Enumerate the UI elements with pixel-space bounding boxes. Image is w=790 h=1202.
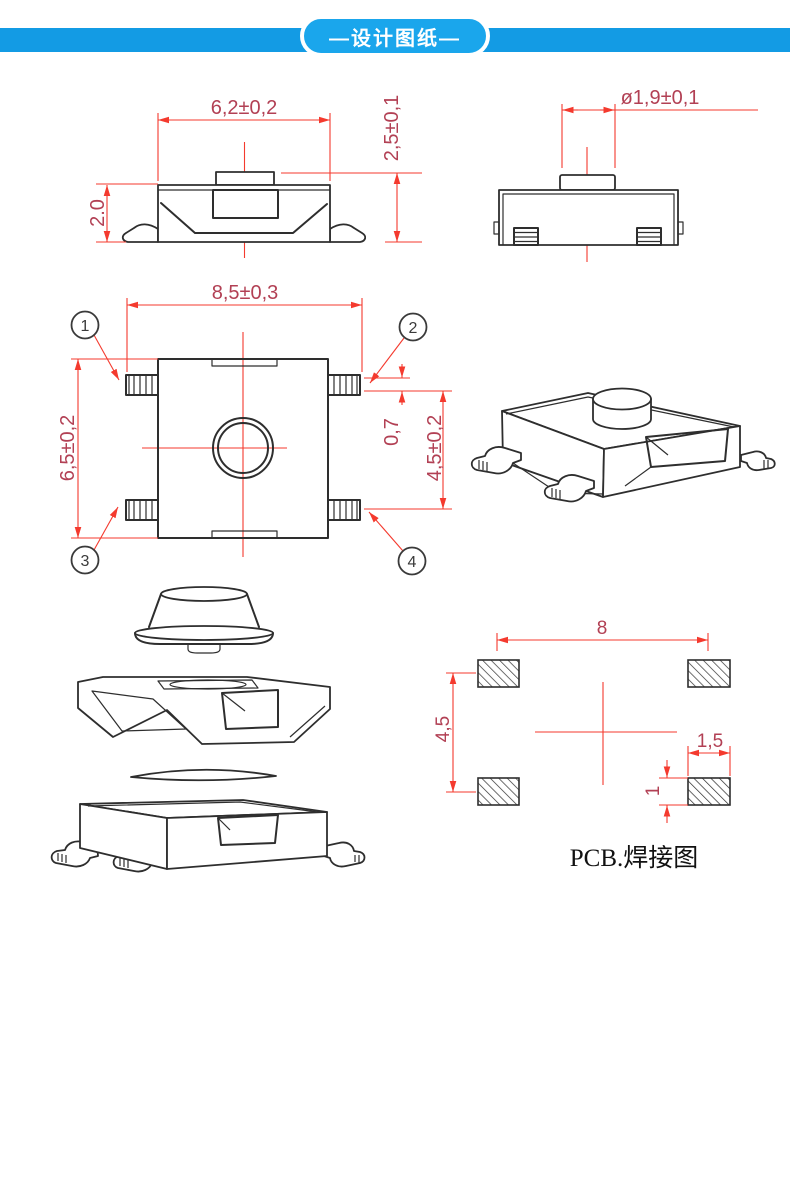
lead-1 [125, 374, 159, 396]
knob [215, 171, 275, 186]
pitch-x-dim-label: 8 [597, 618, 608, 639]
svg-text:4: 4 [408, 554, 417, 571]
side-notch [645, 428, 729, 468]
width-dim-label: 6,2±0,2 [211, 97, 278, 119]
side-view: ø1,9±0,1 [493, 87, 758, 262]
depth-dim-label: 6,5±0,2 [57, 415, 79, 482]
top-view: 8,5±0,3 6,5±0,2 0,7 4,5±0,2 1 2 [57, 282, 452, 576]
lead-4 [327, 499, 361, 521]
knob [559, 174, 616, 191]
knob-top [592, 387, 652, 411]
notches [211, 359, 278, 538]
lead-3 [125, 499, 159, 521]
part-dome [130, 768, 277, 782]
lead-2 [327, 374, 361, 396]
button-inner [217, 422, 269, 474]
lead-width-dim-label: 0,7 [381, 418, 403, 446]
stem [212, 189, 279, 219]
knob-dia-dim-label: ø1,9±0,1 [621, 87, 700, 109]
pad-width-dim-label: 1,5 [697, 731, 723, 752]
banner-title: —设计图纸— [329, 27, 461, 50]
banner-pill: —设计图纸— [300, 15, 490, 57]
callout-2: 2 [369, 312, 428, 384]
right-face [602, 425, 741, 498]
pad-bottom-left [477, 777, 520, 806]
pitch-y-dim-label: 4,5 [433, 716, 454, 742]
housing [498, 189, 679, 246]
exploded-view [50, 586, 366, 873]
left-foot [513, 227, 539, 246]
callout-4: 4 [368, 511, 427, 576]
right-foot [636, 227, 662, 246]
lead-span-dim-label: 4,5±0,2 [424, 415, 446, 482]
svg-text:3: 3 [81, 553, 90, 570]
pad-top-right [687, 659, 731, 688]
pcb-caption: PCB.焊接图 [570, 844, 699, 872]
callout-1: 1 [70, 310, 120, 381]
pad-bottom-right [687, 777, 731, 806]
pcb-layout: 8 4,5 1,5 1 PCB.焊接图 [433, 618, 731, 872]
right-lead [329, 223, 367, 243]
callout-3: 3 [70, 506, 119, 575]
base-leg-right [323, 841, 366, 868]
body-height-dim-label: 2.0 [87, 199, 109, 227]
leg-right [740, 450, 776, 472]
leads [125, 374, 361, 521]
svg-text:2: 2 [409, 320, 418, 337]
iso-view [470, 387, 776, 503]
button-outer [212, 417, 274, 479]
pad-top-left [477, 659, 520, 688]
left-lead [121, 223, 159, 243]
part-base [50, 799, 366, 873]
overall-height-dim-label: 2,5±0,1 [381, 95, 403, 162]
svg-text:1: 1 [81, 318, 90, 335]
width-dim-label: 8,5±0,3 [212, 282, 279, 304]
front-view: 6,2±0,2 2,5±0,1 2.0 [87, 95, 422, 258]
housing [157, 358, 329, 539]
pad-height-dim-label: 1 [643, 786, 664, 797]
part-cover [77, 676, 331, 745]
part-button [134, 586, 274, 654]
skirt [160, 202, 328, 234]
